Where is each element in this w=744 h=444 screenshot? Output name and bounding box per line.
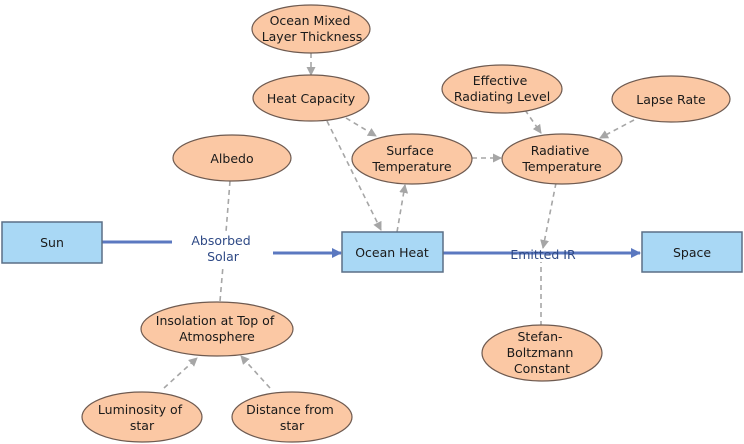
svg-text:Heat Capacity: Heat Capacity bbox=[267, 91, 356, 106]
link-insolation-to-absorbed-solar bbox=[219, 265, 224, 302]
variable-radiative-temperature[interactable]: Radiative Temperature bbox=[501, 133, 623, 185]
link-luminosity-to-insolation bbox=[163, 357, 198, 389]
variable-effective-radiating-level[interactable]: Effective Radiating Level bbox=[441, 64, 563, 114]
svg-text:Ocean Mixed Layer Thickn: Ocean Mixed Layer Thickness bbox=[262, 13, 363, 44]
svg-text:Space: Space bbox=[673, 245, 711, 260]
svg-text:Lapse Rate: Lapse Rate bbox=[636, 92, 706, 107]
svg-text:Sun: Sun bbox=[40, 235, 64, 250]
flow-label-emitted-ir: Emitted IR bbox=[510, 247, 576, 262]
variable-distance-from-star[interactable]: Distance from star bbox=[231, 391, 353, 443]
link-lapse-rate-to-radiative-temp bbox=[599, 119, 635, 139]
variable-stefan-boltzmann-constant[interactable]: Stefan- Boltzmann Constant bbox=[481, 324, 603, 382]
link-ocean-heat-to-surface-temp bbox=[396, 184, 409, 233]
variable-ocean-mixed-layer-thickness[interactable]: Ocean Mixed Layer Thickness bbox=[251, 4, 371, 54]
link-effective-level-to-radiative-temp bbox=[524, 109, 542, 134]
variable-insolation-at-top-of-atmosphere[interactable]: Insolation at Top of Atmosphere bbox=[140, 301, 294, 357]
stock-sun[interactable]: Sun bbox=[1, 221, 103, 264]
link-distance-to-insolation bbox=[240, 355, 271, 389]
link-albedo-to-absorbed-solar bbox=[225, 180, 231, 233]
variable-albedo[interactable]: Albedo bbox=[172, 134, 292, 182]
svg-text:Surface Temperature: Surface Temperature bbox=[371, 143, 451, 174]
flow-label-absorbed-solar: Absorbed Solar bbox=[191, 233, 254, 264]
svg-text:Radiative Temperature: Radiative Temperature bbox=[521, 143, 601, 174]
variable-surface-temperature[interactable]: Surface Temperature bbox=[351, 133, 473, 185]
variable-luminosity-of-star[interactable]: Luminosity of star bbox=[81, 391, 203, 443]
svg-text:Effective Radiating Leve: Effective Radiating Level bbox=[454, 73, 550, 104]
svg-text:Insolation at Top of Atm: Insolation at Top of Atmosphere bbox=[156, 313, 278, 344]
link-radiative-temp-to-emitted-ir bbox=[540, 182, 557, 249]
stock-ocean-heat[interactable]: Ocean Heat bbox=[341, 231, 444, 273]
svg-text:Luminosity of star: Luminosity of star bbox=[98, 402, 186, 433]
svg-text:Albedo: Albedo bbox=[210, 151, 253, 166]
svg-text:Distance from star: Distance from star bbox=[246, 402, 338, 433]
svg-text:Stefan- Boltzmann: Stefan- Boltzmann Constant bbox=[507, 329, 578, 376]
link-heat-capacity-to-ocean-heat bbox=[326, 120, 382, 231]
link-heat-capacity-to-surface-temp bbox=[345, 117, 377, 137]
variable-lapse-rate[interactable]: Lapse Rate bbox=[611, 75, 731, 123]
svg-text:Ocean Heat: Ocean Heat bbox=[355, 245, 429, 260]
variable-heat-capacity[interactable]: Heat Capacity bbox=[252, 74, 370, 122]
stock-space[interactable]: Space bbox=[641, 231, 743, 273]
